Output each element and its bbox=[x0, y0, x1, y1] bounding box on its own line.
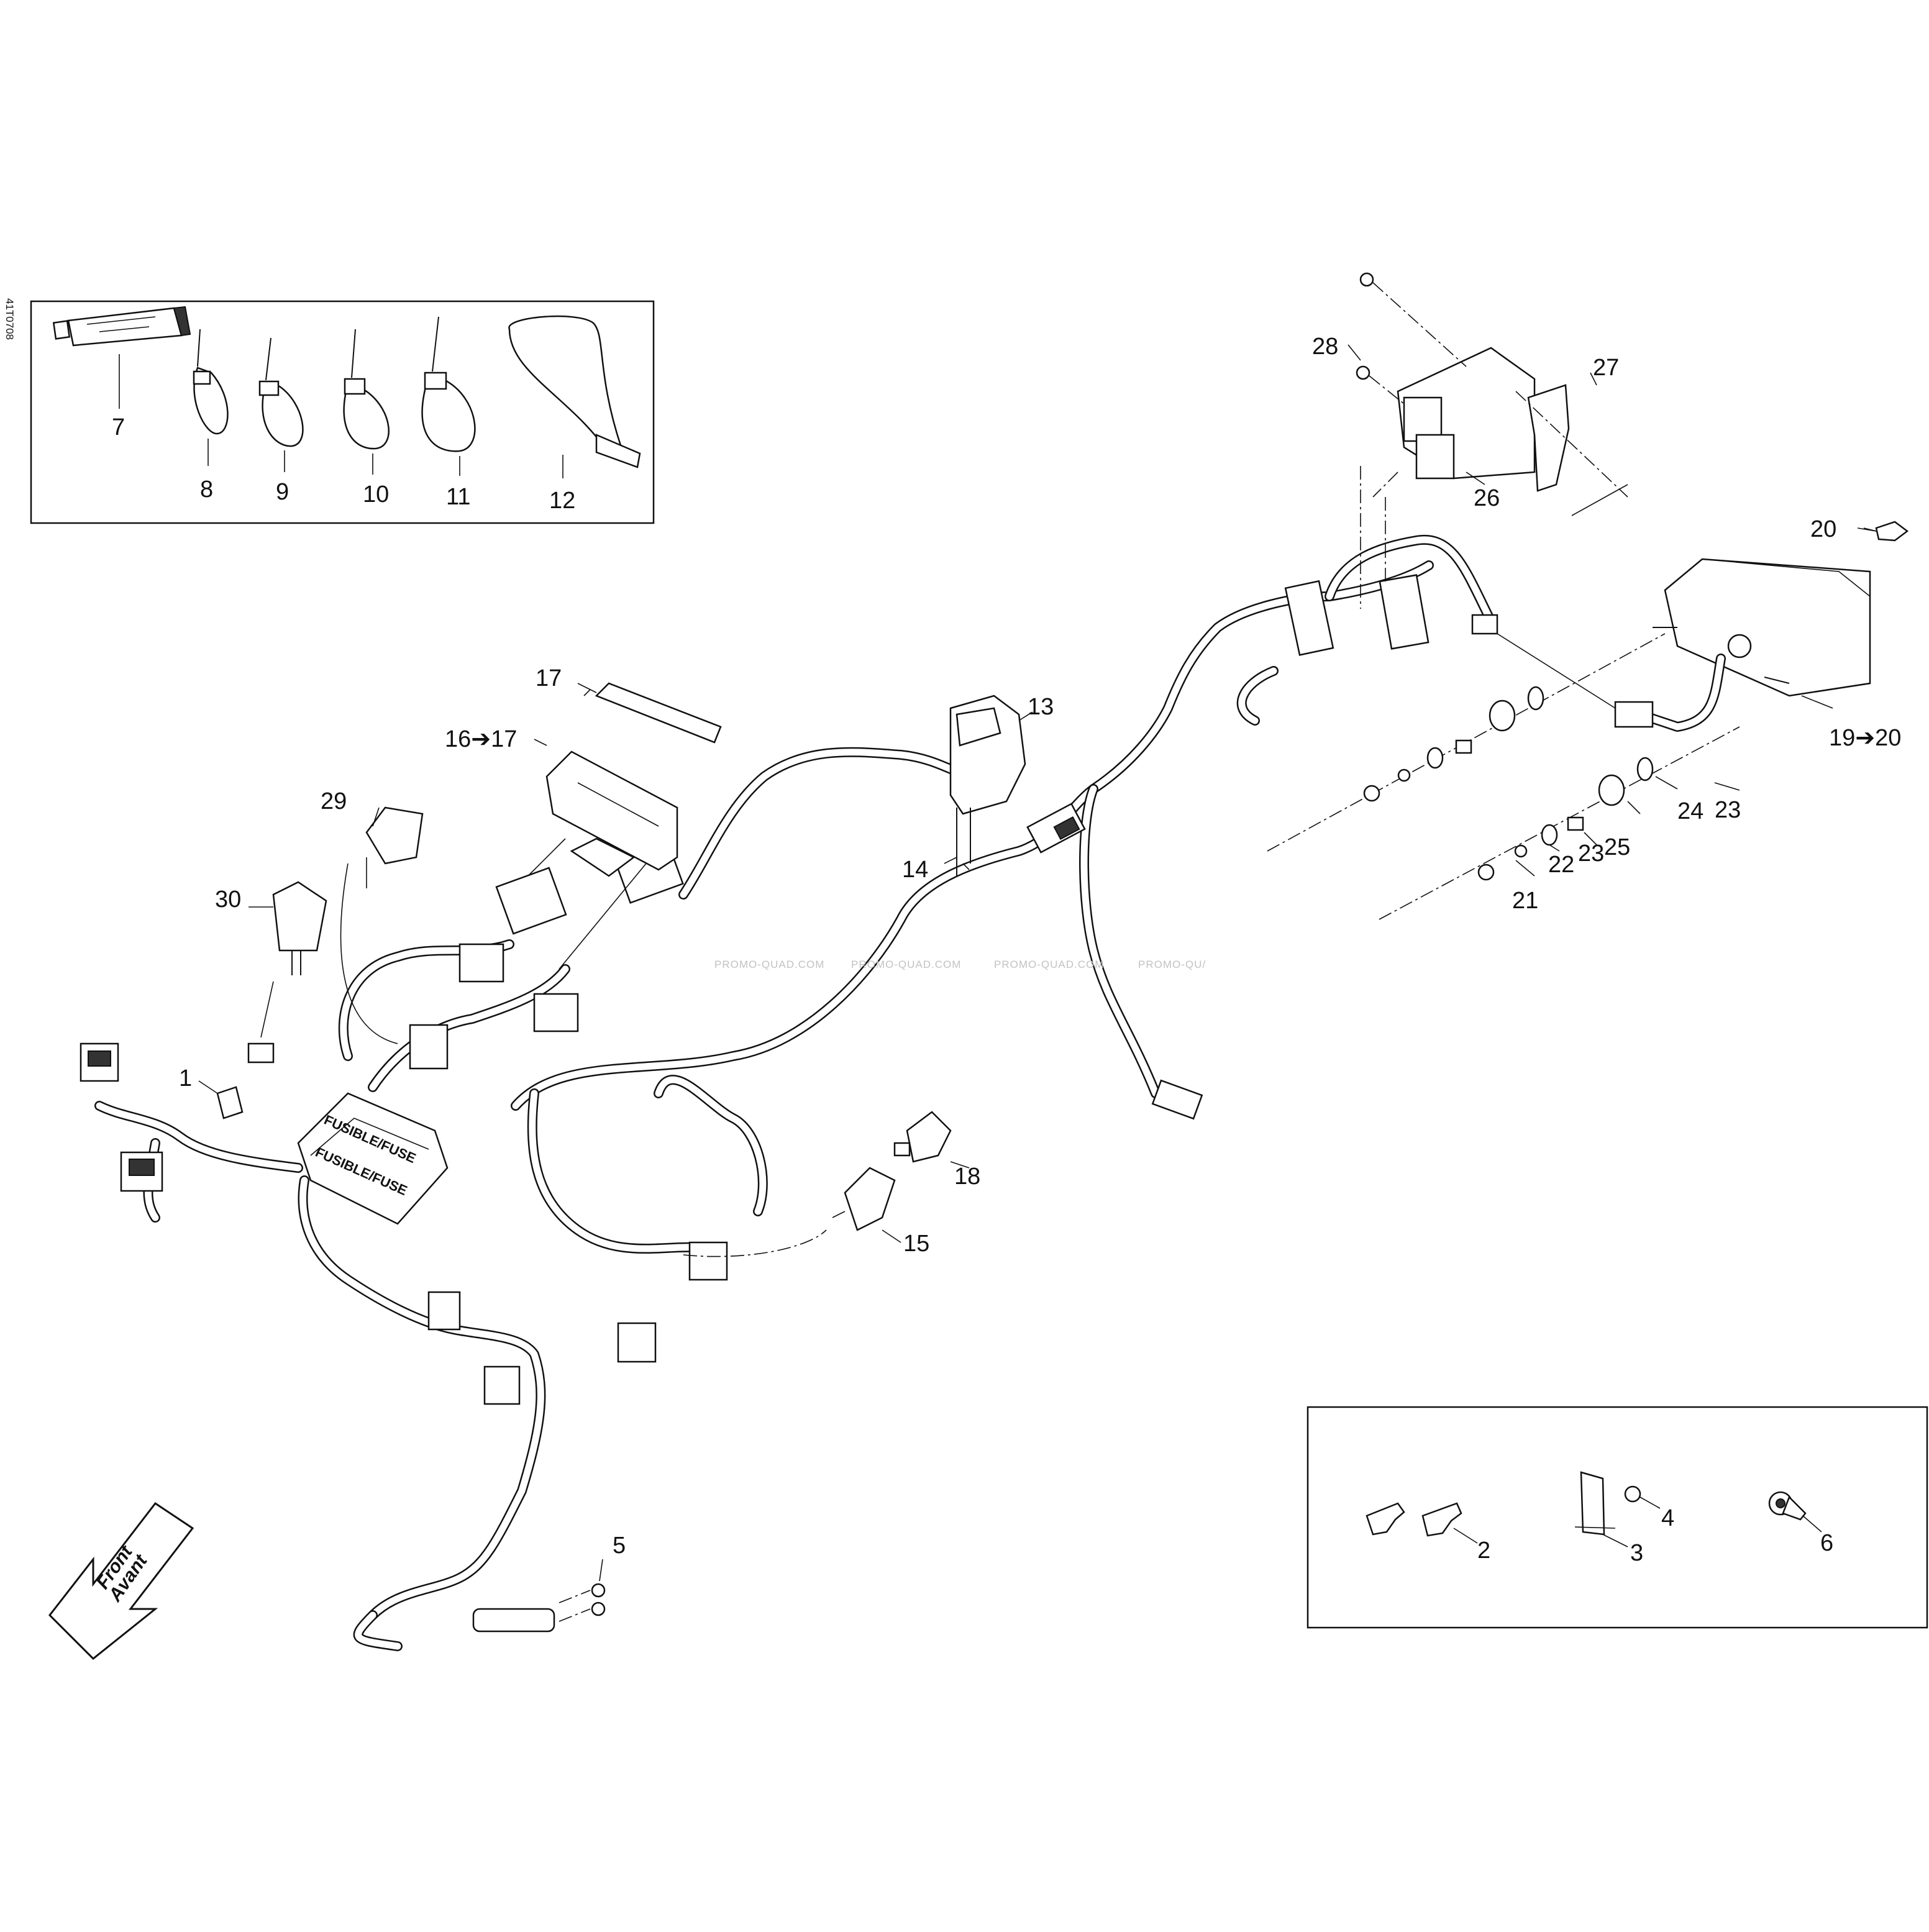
accessory-box-bottom-right: 2 3 4 6 bbox=[1307, 1406, 1928, 1629]
callout-16-17: 16➔17 bbox=[445, 726, 517, 752]
cable-tie-8-icon bbox=[193, 329, 229, 466]
callout-8: 8 bbox=[200, 476, 213, 503]
clamp-6-icon bbox=[1768, 1491, 1822, 1533]
bracket-27 bbox=[1515, 384, 1628, 498]
watermark-4: PROMO-QU/ bbox=[1138, 959, 1206, 970]
callout-23a: 23 bbox=[1578, 841, 1604, 867]
cable-tie-10-icon bbox=[343, 329, 390, 475]
connector-ecu-a bbox=[1284, 580, 1334, 656]
watermark-1: PROMO-QUAD.COM bbox=[714, 959, 824, 970]
callout-22: 22 bbox=[1548, 852, 1574, 878]
connector-mid-harness bbox=[1026, 803, 1086, 854]
callout-3: 3 bbox=[1630, 1540, 1643, 1566]
connector-ecu-b bbox=[1379, 574, 1430, 650]
callout-7: 7 bbox=[112, 414, 125, 440]
cable-tie-9-icon bbox=[258, 337, 304, 472]
watermark-3: PROMO-QUAD.COM bbox=[994, 959, 1104, 970]
fuse-box: FUSIBLE/FUSE FUSIBLE/FUSE bbox=[297, 1092, 449, 1225]
callout-13: 13 bbox=[1028, 694, 1054, 720]
watermark-2: PROMO-QUAD.COM bbox=[851, 959, 961, 970]
connector-bottom-tip bbox=[472, 1608, 555, 1633]
callout-28: 28 bbox=[1312, 334, 1338, 360]
wiring-harness bbox=[80, 534, 1498, 1651]
screw-14 bbox=[956, 808, 971, 876]
bracket-3-icon bbox=[1574, 1471, 1628, 1547]
callout-26: 26 bbox=[1474, 485, 1500, 511]
callout-25: 25 bbox=[1604, 834, 1630, 860]
connector-bottom-left-c bbox=[427, 1291, 461, 1331]
callout-6: 6 bbox=[1820, 1530, 1833, 1556]
cover-17 bbox=[583, 682, 722, 744]
connector-rear-light bbox=[1471, 614, 1498, 635]
callout-14: 14 bbox=[902, 857, 928, 883]
relay-29 bbox=[340, 806, 424, 1044]
callout-12: 12 bbox=[549, 488, 575, 514]
sensor-connector-left-top bbox=[80, 1042, 119, 1082]
callout-11: 11 bbox=[446, 484, 470, 510]
taillight-19 bbox=[1497, 558, 1871, 732]
clip-1 bbox=[216, 1086, 244, 1119]
connector-bottom-left-b bbox=[617, 1322, 657, 1363]
connector-bottom-center bbox=[688, 1241, 728, 1281]
callout-9: 9 bbox=[276, 479, 289, 505]
document-code: 41T0708 bbox=[4, 298, 16, 340]
cable-tie-12-icon bbox=[508, 315, 641, 478]
module-16 bbox=[545, 750, 678, 877]
callout-23b: 23 bbox=[1715, 797, 1741, 823]
callout-29: 29 bbox=[321, 788, 347, 814]
callout-21: 21 bbox=[1512, 888, 1538, 914]
bulb-20 bbox=[1857, 521, 1909, 542]
callout-15: 15 bbox=[903, 1231, 929, 1257]
callout-27: 27 bbox=[1593, 355, 1619, 381]
switch-18 bbox=[893, 1111, 952, 1163]
callout-24: 24 bbox=[1677, 798, 1703, 824]
callout-5: 5 bbox=[613, 1533, 626, 1559]
leader-16-17 bbox=[527, 838, 566, 877]
sensor-connector-left-bottom bbox=[120, 1151, 163, 1192]
nut-4-icon bbox=[1624, 1485, 1661, 1509]
callout-10: 10 bbox=[363, 481, 389, 508]
connector-bottom-left-a bbox=[483, 1365, 521, 1405]
callout-2: 2 bbox=[1477, 1538, 1490, 1564]
connector-bottom-right bbox=[1151, 1079, 1203, 1120]
hardware-stack bbox=[1267, 633, 1740, 920]
callout-1: 1 bbox=[179, 1065, 192, 1091]
clip-2-icon bbox=[1366, 1502, 1478, 1544]
grease-tube-icon bbox=[52, 306, 191, 409]
cable-tie-11-icon bbox=[421, 316, 476, 476]
callout-17: 17 bbox=[536, 665, 562, 691]
callout-20: 20 bbox=[1810, 516, 1836, 542]
leader-17 bbox=[559, 863, 647, 970]
socket-30 bbox=[247, 881, 327, 1064]
switch-housing-13 bbox=[949, 695, 1033, 815]
leader-lines bbox=[198, 344, 1877, 1582]
callout-4: 4 bbox=[1661, 1505, 1674, 1531]
nut-5 bbox=[559, 1583, 606, 1622]
connector-15 bbox=[683, 1167, 896, 1257]
accessory-box-top-left: 7 8 9 10 11 12 bbox=[30, 300, 655, 524]
callout-30: 30 bbox=[215, 886, 241, 913]
callout-18: 18 bbox=[954, 1164, 980, 1190]
ecu-26 bbox=[1360, 347, 1536, 609]
connector-cluster bbox=[409, 842, 684, 1070]
bolt-28 bbox=[1356, 272, 1467, 404]
front-direction-arrow: Front Avant bbox=[48, 1501, 194, 1661]
callout-19-20: 19➔20 bbox=[1829, 725, 1901, 751]
